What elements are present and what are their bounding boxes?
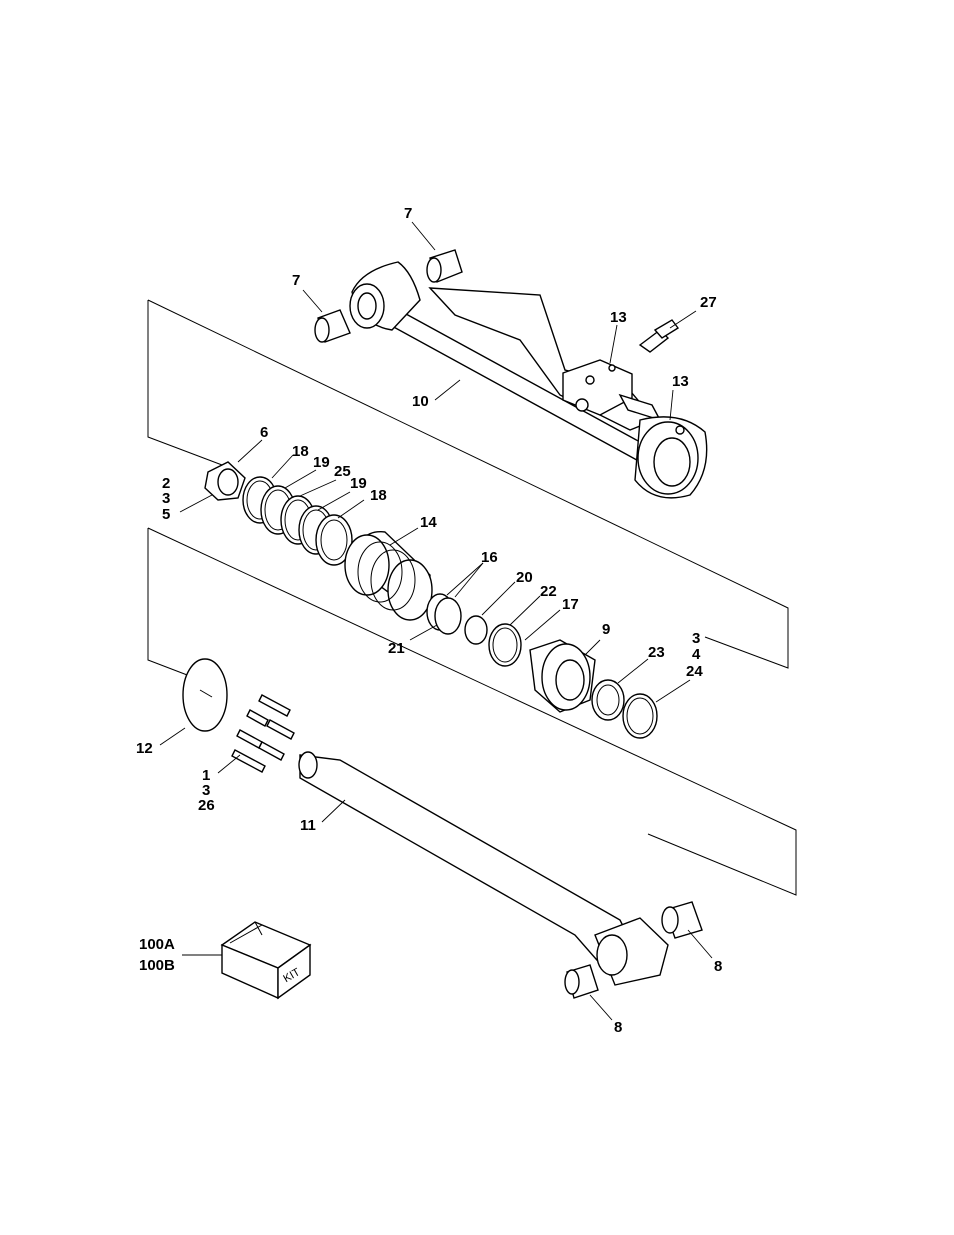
callout-3-head: 3 [692,630,700,647]
callout-14: 14 [420,514,437,531]
callout-17: 17 [562,596,579,613]
callout-16: 16 [481,549,498,566]
callout-21: 21 [388,640,405,657]
callout-19-first: 19 [313,454,330,471]
callout-8-right: 8 [714,958,722,975]
callout-5: 5 [162,506,170,523]
wiper-seals [592,680,657,738]
callout-25: 25 [334,463,351,480]
piston-nut [205,462,245,500]
fitting [640,320,678,352]
callout-3-nut: 3 [162,490,170,507]
callout-18-second: 18 [370,487,387,504]
callout-6: 6 [260,424,268,441]
callout-24: 24 [686,663,703,680]
head-seals [465,616,521,666]
callout-10: 10 [412,393,429,410]
callout-100b: 100B [139,957,175,974]
callout-13-lower: 13 [672,373,689,390]
seal-rings [243,477,352,565]
callout-7-upper: 7 [404,205,412,222]
cylinder-barrel [350,262,707,498]
bushing-left [315,310,350,342]
callout-27: 27 [700,294,717,311]
callout-7-left: 7 [292,272,300,289]
callout-12: 12 [136,740,153,757]
callout-11: 11 [300,817,316,834]
callout-8-bottom: 8 [614,1019,622,1036]
callout-18-first: 18 [292,443,309,460]
callout-20: 20 [516,569,533,586]
callout-4: 4 [692,646,701,663]
callout-22: 22 [540,583,557,600]
callout-23: 23 [648,644,665,661]
callout-9: 9 [602,621,610,638]
callout-100a: 100A [139,936,175,953]
bushing-right [662,902,702,938]
kit-box-icon: KIT [222,922,310,998]
piston [345,532,432,620]
bushing-upper [427,250,462,282]
assembly-guide-lines [148,300,796,895]
bushing-bottom [565,965,598,998]
callout-13-upper: 13 [610,309,627,326]
gasket-plate [183,659,227,731]
callout-26: 26 [198,797,215,814]
cylinder-head [530,640,595,712]
piston-rod [299,752,668,985]
callout-19-second: 19 [350,475,367,492]
bolts [232,695,294,772]
